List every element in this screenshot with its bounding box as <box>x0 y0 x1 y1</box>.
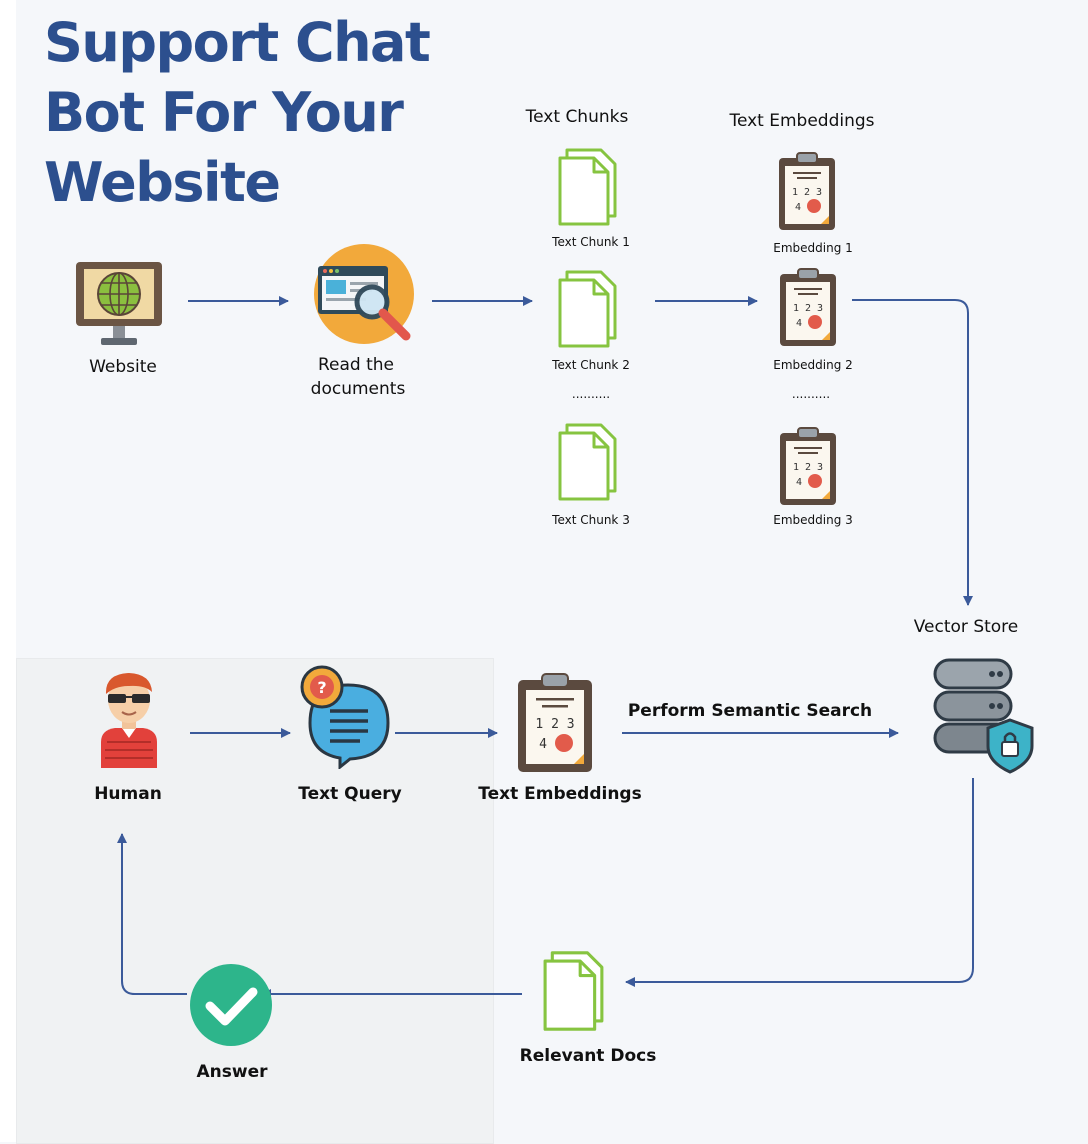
embedding-3-label: Embedding 3 <box>773 513 853 527</box>
title-line-3: Website <box>44 151 281 214</box>
document-icon <box>543 951 604 1031</box>
svg-text:4: 4 <box>796 318 802 329</box>
clipboard-icon: 1 2 3 4 <box>780 268 836 346</box>
svg-text:4: 4 <box>795 202 801 213</box>
title-line-1: Support Chat <box>44 11 431 74</box>
human-label: Human <box>94 784 162 804</box>
embedding-2-label: Embedding 2 <box>773 358 853 372</box>
text-chunk-1-label: Text Chunk 1 <box>552 235 630 249</box>
text-query-label: Text Query <box>298 784 402 804</box>
answer-label: Answer <box>196 1062 268 1082</box>
vector-store-label: Vector Store <box>913 617 1019 637</box>
svg-text:4: 4 <box>539 737 547 752</box>
document-icon <box>558 423 617 501</box>
svg-text:1 2 3: 1 2 3 <box>535 717 574 732</box>
svg-text:1 2 3: 1 2 3 <box>793 303 823 314</box>
clipboard-icon: 1 2 3 4 <box>780 427 836 505</box>
text-embeddings-header: Text Embeddings <box>729 111 875 131</box>
document-icon <box>558 270 617 348</box>
title-line-2: Bot For Your <box>44 81 404 144</box>
clipboard-icon: 1 2 3 4 <box>779 152 835 230</box>
embeddings-ellipsis: .......... <box>791 387 831 401</box>
chunks-ellipsis: .......... <box>571 387 611 401</box>
background-ghost-panel <box>16 658 494 1144</box>
website-label: Website <box>89 357 157 377</box>
svg-text:4: 4 <box>796 477 802 488</box>
read-docs-label-line-2: documents <box>310 379 406 399</box>
svg-text:?: ? <box>317 678 326 697</box>
text-chunk-2-label: Text Chunk 2 <box>552 358 630 372</box>
document-icon <box>558 148 617 226</box>
text-chunk-3-label: Text Chunk 3 <box>552 513 630 527</box>
clipboard-icon: 1 2 3 4 <box>518 673 592 772</box>
left-edge <box>0 0 16 1142</box>
svg-text:1 2 3: 1 2 3 <box>793 462 823 473</box>
embedding-1-label: Embedding 1 <box>773 241 853 255</box>
page-title: Support Chat Bot For Your Website <box>44 8 431 218</box>
semantic-search-label: Perform Semantic Search <box>627 701 873 721</box>
chat-question-icon: ? <box>300 665 390 769</box>
monitor-globe-icon <box>76 262 162 345</box>
text-chunks-header: Text Chunks <box>525 107 629 127</box>
text-embeddings-label: Text Embeddings <box>478 784 642 804</box>
magnifier-document-icon <box>314 244 414 344</box>
arrow-vectorstore-to-docs <box>625 778 974 987</box>
svg-text:1 2 3: 1 2 3 <box>792 187 822 198</box>
relevant-docs-label: Relevant Docs <box>519 1046 657 1066</box>
arrow-answer-to-human <box>117 833 187 995</box>
arrow-embeddings-to-vectorstore <box>852 299 973 606</box>
person-icon <box>101 673 157 768</box>
checkmark-icon <box>190 964 272 1046</box>
read-docs-label-line-1: Read the <box>317 355 395 375</box>
database-shield-icon <box>933 658 1034 774</box>
